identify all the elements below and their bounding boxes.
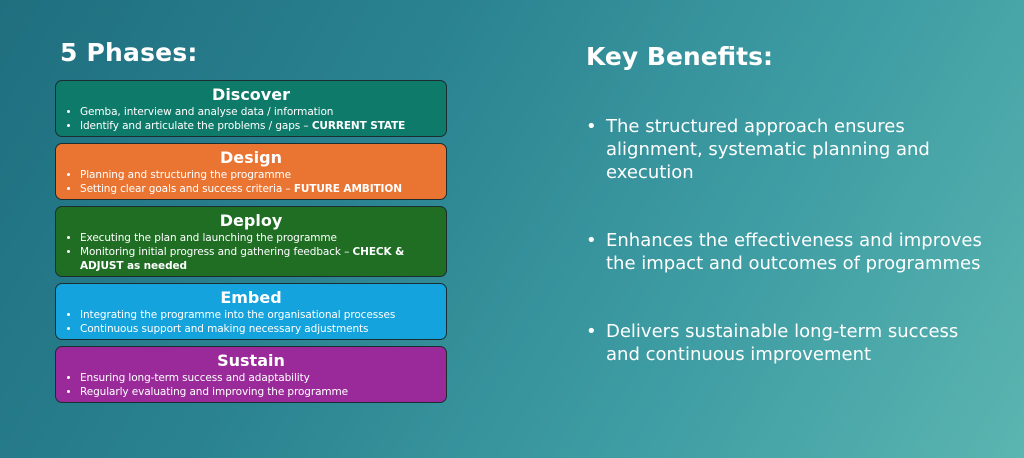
phase-discover: Discover Gemba, interview and analyse da… [55,80,447,137]
bullet-dot-icon: • [586,321,597,342]
phase-bullet: Ensuring long-term success and adaptabil… [80,371,438,385]
phase-deploy: Deploy Executing the plan and launching … [55,206,447,277]
phase-bullet: Executing the plan and launching the pro… [80,231,438,245]
phase-title: Deploy [219,211,283,230]
phase-bullets: Gemba, interview and analyse data / info… [64,105,438,133]
phase-bullet: Planning and structuring the programme [80,168,438,182]
bullet-dot-icon: • [586,116,597,137]
phase-sustain: Sustain Ensuring long-term success and a… [55,346,447,403]
benefits-list: •The structured approach ensures alignme… [586,115,986,411]
phase-title: Discover [212,85,290,104]
phase-title: Design [220,148,282,167]
phase-bullet: Continuous support and making necessary … [80,322,438,336]
phase-embed: Embed Integrating the programme into the… [55,283,447,340]
phase-bullets: Executing the plan and launching the pro… [64,231,438,273]
benefit-item: •Delivers sustainable long-term success … [586,321,959,365]
phase-design: Design Planning and structuring the prog… [55,143,447,200]
phase-bullet: Monitoring initial progress and gatherin… [80,245,438,273]
phase-bullets: Planning and structuring the programme S… [64,168,438,196]
phase-bullet: Regularly evaluating and improving the p… [80,385,438,399]
phase-bullet: Integrating the programme into the organ… [80,308,438,322]
phase-title: Embed [220,288,282,307]
phase-bullet: Identify and articulate the problems / g… [80,119,438,133]
phase-bullet: Setting clear goals and success criteria… [80,182,438,196]
benefit-item: •The structured approach ensures alignme… [586,116,930,183]
phase-bullet: Gemba, interview and analyse data / info… [80,105,438,119]
benefits-heading: Key Benefits: [586,42,774,71]
phases-list: Discover Gemba, interview and analyse da… [55,80,447,409]
benefit-item: •Enhances the effectiveness and improves… [586,230,982,274]
phase-title: Sustain [217,351,285,370]
phase-bullets: Integrating the programme into the organ… [64,308,438,336]
phase-bullets: Ensuring long-term success and adaptabil… [64,371,438,399]
bullet-dot-icon: • [586,230,597,251]
phases-heading: 5 Phases: [60,38,198,67]
